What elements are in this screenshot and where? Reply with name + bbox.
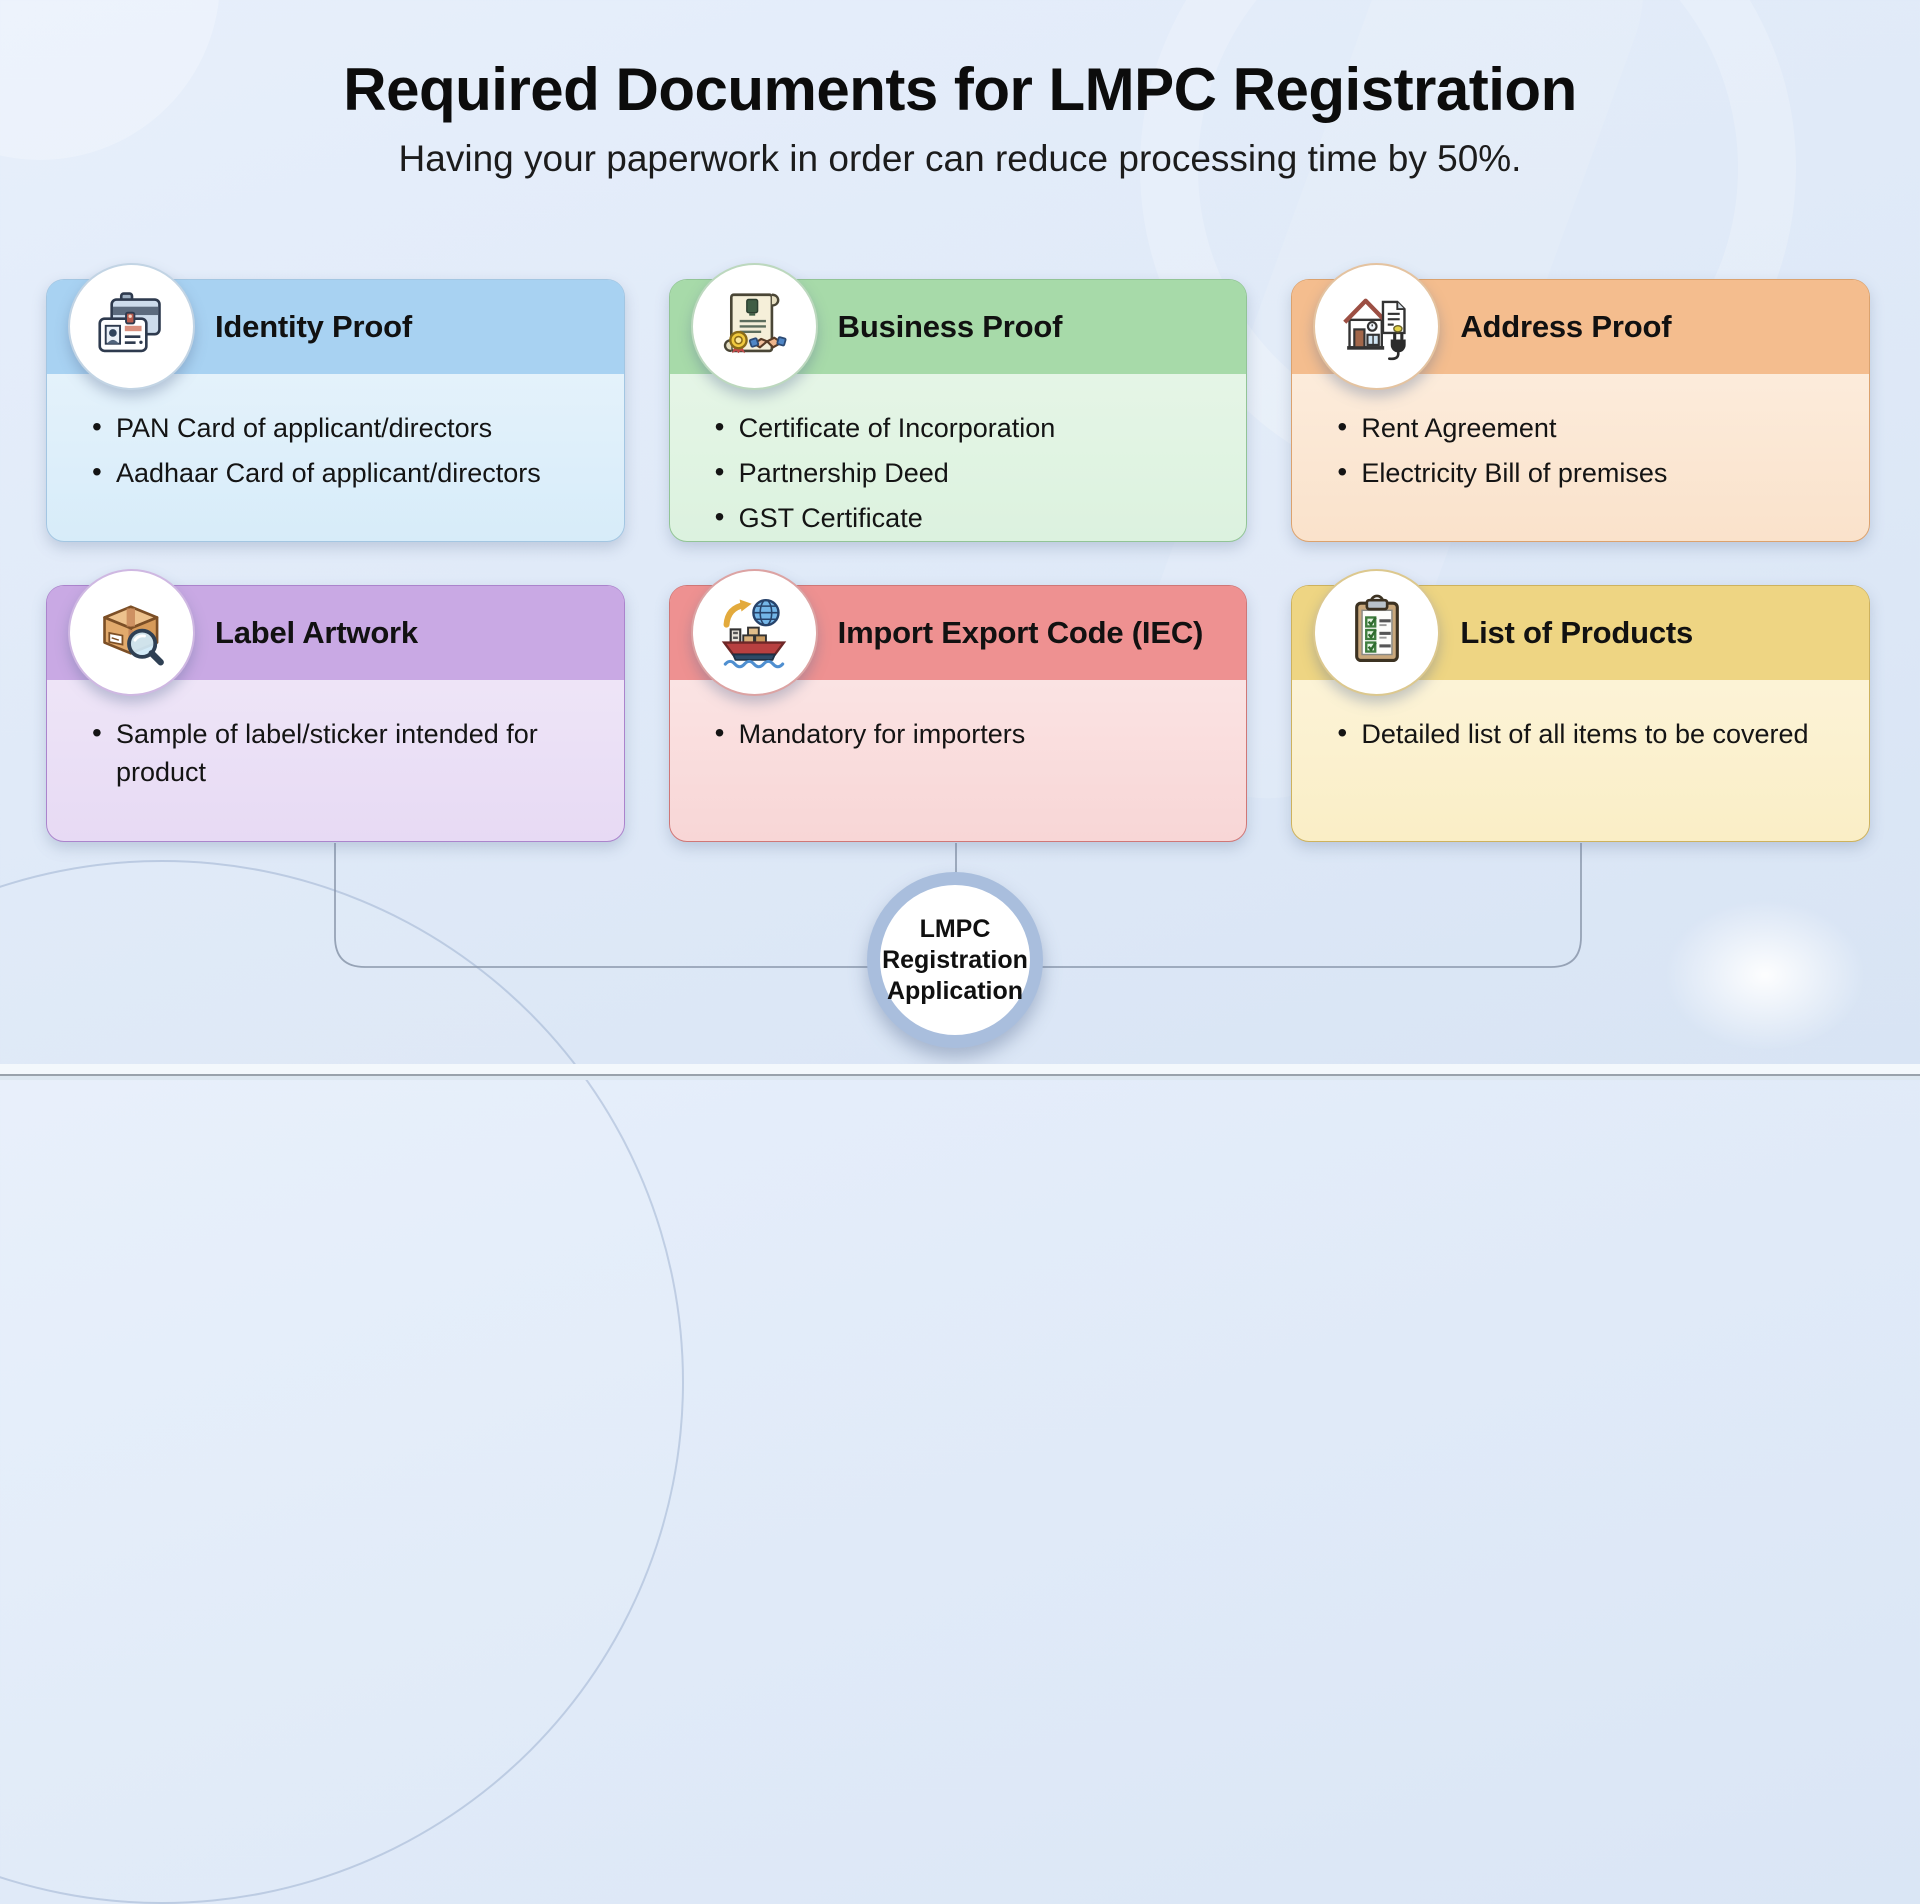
page-subtitle: Having your paperwork in order can reduc… xyxy=(398,138,1522,180)
card-label-artwork: Label Artwork Sample of label/sticker in… xyxy=(46,569,625,842)
page-header: Required Documents for LMPC Registration… xyxy=(0,0,1920,180)
card-icon-circle xyxy=(690,569,818,696)
bullet-item: PAN Card of applicant/directors xyxy=(91,408,596,447)
background-circle-bottomleft xyxy=(0,860,684,1904)
card-title: List of Products xyxy=(1460,615,1694,650)
card-icon-circle xyxy=(68,569,195,696)
card-bullets: PAN Card of applicant/directorsAadhaar C… xyxy=(47,374,624,492)
bullet-item: Partnership Deed xyxy=(714,453,1219,492)
connector-right xyxy=(1041,843,1582,968)
card-title: Address Proof xyxy=(1460,309,1672,344)
bullet-item: Electricity Bill of premises xyxy=(1336,453,1841,492)
clipboard-checklist-icon xyxy=(1334,590,1420,676)
card-title: Identity Proof xyxy=(215,309,412,344)
card-address-proof: Address Proof Rent AgreementElectricity … xyxy=(1291,263,1870,542)
node-line-1: LMPC xyxy=(919,914,991,943)
card-icon-circle xyxy=(68,263,195,390)
card-title: Import Export Code (IEC) xyxy=(837,615,1204,650)
card-icon-circle xyxy=(690,263,818,390)
bullet-item: Aadhaar Card of applicant/directors xyxy=(91,453,596,492)
card-title: Business Proof xyxy=(837,309,1063,344)
bullet-item: Rent Agreement xyxy=(1336,408,1841,447)
card-icon-circle xyxy=(1313,569,1441,696)
bullet-item: Mandatory for importers xyxy=(714,714,1219,753)
bullet-item: GST Certificate xyxy=(714,498,1219,537)
page-title: Required Documents for LMPC Registration xyxy=(343,56,1577,123)
package-magnifier-icon xyxy=(89,590,175,676)
card-list-of-products: List of Products Detailed list of all it… xyxy=(1291,569,1870,842)
bullet-item: Detailed list of all items to be covered xyxy=(1336,714,1841,753)
bullet-item: Certificate of Incorporation xyxy=(714,408,1219,447)
background-glow-decoration xyxy=(1665,900,1865,1050)
house-utility-icon xyxy=(1334,284,1420,370)
card-icon-circle xyxy=(1313,263,1441,390)
card-business-proof: Business Proof Certificate of Incorporat… xyxy=(668,263,1248,542)
cards-grid: Identity Proof PAN Card of applicant/dir… xyxy=(46,263,1870,842)
card-import-export-code: Import Export Code (IEC) Mandatory for i… xyxy=(668,569,1248,842)
card-bullets: Rent AgreementElectricity Bill of premis… xyxy=(1292,374,1869,492)
card-identity-proof: Identity Proof PAN Card of applicant/dir… xyxy=(46,263,625,542)
lmpc-application-node: LMPC Registration Application xyxy=(867,872,1043,1048)
card-bullets: Certificate of IncorporationPartnership … xyxy=(670,374,1247,537)
node-line-3: Application xyxy=(886,976,1024,1005)
card-bullets: Mandatory for importers xyxy=(670,680,1247,753)
node-line-2: Registration xyxy=(882,945,1028,974)
card-bullets: Detailed list of all items to be covered xyxy=(1292,680,1869,753)
certificate-handshake-icon xyxy=(711,284,797,370)
card-bullets: Sample of label/sticker intended for pro… xyxy=(47,680,624,791)
cargo-ship-globe-icon xyxy=(711,590,797,676)
bottom-strip-dark xyxy=(0,1076,1920,1080)
id-cards-icon xyxy=(89,284,175,370)
bullet-item: Sample of label/sticker intended for pro… xyxy=(91,714,596,791)
connector-left xyxy=(334,843,869,968)
bottom-strip-light xyxy=(0,1064,1920,1074)
card-title: Label Artwork xyxy=(215,615,418,650)
bottom-edge-line xyxy=(0,1074,1920,1076)
